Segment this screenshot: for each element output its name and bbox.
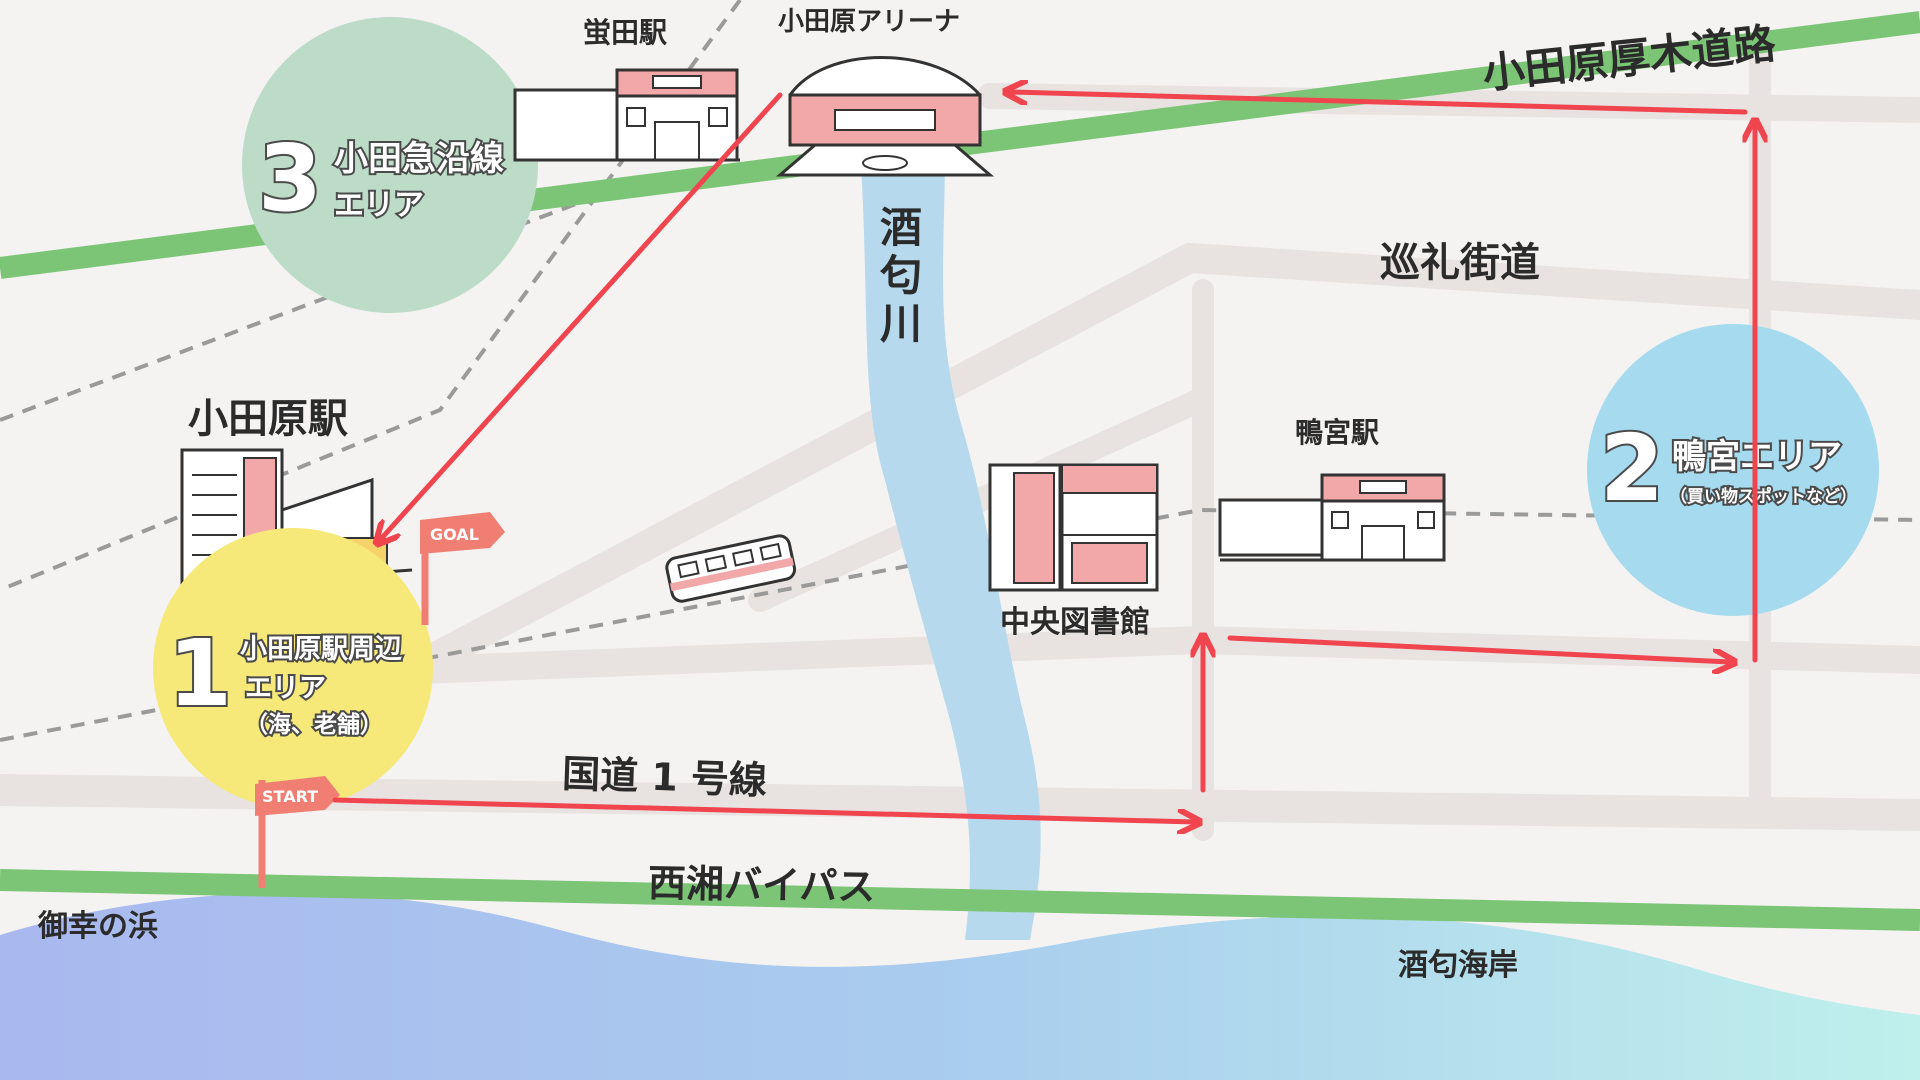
central-library-label: 中央図書館 [1000,605,1150,640]
road-junrei-kaido [415,242,1920,675]
area-3-title: 小田急沿線 [334,139,504,179]
goal-flag[interactable]: GOAL [420,512,505,625]
area-1-circle[interactable] [153,528,433,808]
area-2[interactable]: 2 鴨宮エリア （買い物スポットなど） [1587,324,1879,616]
odawara-arena-label: 小田原アリーナ [778,7,960,37]
area-3-circle[interactable] [242,17,538,313]
area-3-number: 3 [258,125,322,232]
train-icon [665,534,797,603]
sakawa-river-label-2: 匂 [879,251,922,300]
highway-seisho-bypass [0,869,1920,931]
area-3[interactable]: 3 小田急沿線 エリア [242,17,538,313]
kamonomiya-station-icon [1218,473,1446,562]
station-building-icon [513,68,740,162]
junrei-kaido-label: 巡礼街道 [1380,240,1540,286]
kamonomiya-station-label: 鴨宮駅 [1295,416,1379,449]
route-arrow-east-kamonomiya [1227,635,1730,662]
library-icon [988,463,1159,592]
area-1[interactable]: 1 小田原駅周辺 エリア （海、老舗） [153,528,433,808]
route-arrow-west-arena [1010,92,1748,115]
sea [0,893,1920,1080]
goal-flag-label: GOAL [430,525,479,544]
route-arrow-arena-station [380,92,783,540]
sakawa-river-label-3: 川 [880,299,922,348]
area-2-number: 2 [1600,415,1664,522]
sakawa-river-label-1: 酒 [880,203,922,252]
hotaruda-station-label: 蛍田駅 [583,16,667,49]
route-arrows [332,92,1755,822]
goal-flag-banner [420,512,505,554]
route-arrow-start-east [332,797,1195,822]
seisho-bypass-label: 西湘バイパス [648,861,876,909]
area-3-subtitle: エリア [334,188,424,223]
area-2-subtitle: （買い物スポットなど） [1670,486,1857,507]
route1-label: 国道 1 号線 [561,752,767,803]
area-1-note: （海、老舗） [245,711,383,738]
arena-icon [775,56,995,177]
rail-shinkansen [0,178,641,422]
sakawa-coast-label: 酒匂海岸 [1398,948,1518,983]
sakawa-river [860,150,1041,940]
mikinohama-label: 御幸の浜 [37,909,158,944]
area-1-number: 1 [168,620,232,727]
area-1-title: 小田原駅周辺 [240,634,402,665]
start-flag-banner [255,776,340,816]
area-1-subtitle: エリア [245,673,326,704]
odawara-station-label: 小田原駅 [188,396,348,442]
start-flag[interactable]: START [255,776,340,888]
area-2-circle[interactable] [1587,324,1879,616]
start-flag-label: START [262,787,318,806]
